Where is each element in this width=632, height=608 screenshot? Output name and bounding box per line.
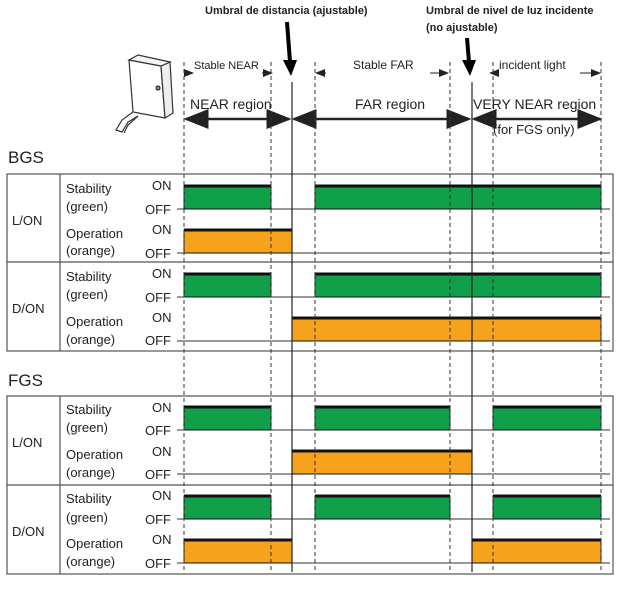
off-label: OFF <box>145 202 171 217</box>
threshold-lines <box>291 82 473 572</box>
stability-on-bar <box>183 406 272 431</box>
light-threshold-arrow <box>462 37 476 76</box>
operation-on-bar <box>291 450 473 475</box>
off-label: OFF <box>145 512 171 527</box>
stability-on-bar <box>183 273 272 298</box>
row-name: Stability <box>66 402 112 417</box>
stability-on-bar <box>492 495 602 520</box>
fgs-section-title: FGS <box>8 371 43 390</box>
row-name: Stability <box>66 269 112 284</box>
bgs-lon-label: L/ON <box>12 213 42 228</box>
row-color: (orange) <box>66 243 115 258</box>
far-region-label: FAR region <box>355 96 425 112</box>
incident-light-label: incident light <box>499 58 566 72</box>
light-threshold-label: Umbral de nivel de luz incidente <box>426 5 593 17</box>
stability-on-bar <box>314 273 602 298</box>
bgs-table <box>6 173 614 352</box>
stable-near-label: Stable NEAR <box>194 60 259 72</box>
row-color: (green) <box>66 199 108 214</box>
row-name: Operation <box>66 314 123 329</box>
row-name: Operation <box>66 536 123 551</box>
row-name: Stability <box>66 181 112 196</box>
off-label: OFF <box>145 467 171 482</box>
stability-on-bar <box>314 495 451 520</box>
operation-on-bar <box>183 539 293 564</box>
on-label: ON <box>152 444 172 459</box>
bgs-section-title: BGS <box>8 148 44 167</box>
light-threshold-sublabel: (no ajustable) <box>426 22 498 34</box>
row-color: (orange) <box>66 332 115 347</box>
fgs-table <box>6 395 614 575</box>
on-label: ON <box>152 266 172 281</box>
signal-bars <box>183 185 602 564</box>
row-labels: Stability (green) ON OFF Operation (oran… <box>66 178 172 571</box>
off-label: OFF <box>145 333 171 348</box>
stability-on-bar <box>183 495 272 520</box>
row-color: (green) <box>66 287 108 302</box>
on-label: ON <box>152 222 172 237</box>
off-label: OFF <box>145 556 171 571</box>
operation-on-bar <box>471 539 602 564</box>
stability-on-bar <box>183 185 272 210</box>
row-color: (orange) <box>66 465 115 480</box>
distance-threshold-arrow <box>283 21 297 76</box>
operation-on-bar <box>291 317 602 342</box>
on-label: ON <box>152 532 172 547</box>
row-color: (green) <box>66 510 108 525</box>
stability-on-bar <box>492 406 602 431</box>
row-name: Stability <box>66 491 112 506</box>
dashed-guides <box>183 62 602 572</box>
on-label: ON <box>152 400 172 415</box>
sensor-icon <box>115 54 174 134</box>
on-label: ON <box>152 310 172 325</box>
fgs-don-label: D/ON <box>12 524 45 539</box>
stable-far-label: Stable FAR <box>353 58 414 72</box>
near-region-label: NEAR region <box>190 96 272 112</box>
distance-threshold-label: Umbral de distancia (ajustable) <box>205 5 368 17</box>
stability-on-bar <box>314 185 602 210</box>
on-label: ON <box>152 178 172 193</box>
off-label: OFF <box>145 290 171 305</box>
fgs-lon-label: L/ON <box>12 435 42 450</box>
off-label: OFF <box>145 246 171 261</box>
row-name: Operation <box>66 447 123 462</box>
very-near-region-label: VERY NEAR region <box>473 96 596 112</box>
bgs-don-label: D/ON <box>12 301 45 316</box>
row-name: Operation <box>66 226 123 241</box>
operation-on-bar <box>183 229 293 254</box>
row-color: (orange) <box>66 554 115 569</box>
off-label: OFF <box>145 423 171 438</box>
on-label: ON <box>152 488 172 503</box>
fgs-only-note: (for FGS only) <box>493 122 575 137</box>
stability-on-bar <box>314 406 451 431</box>
row-color: (green) <box>66 420 108 435</box>
